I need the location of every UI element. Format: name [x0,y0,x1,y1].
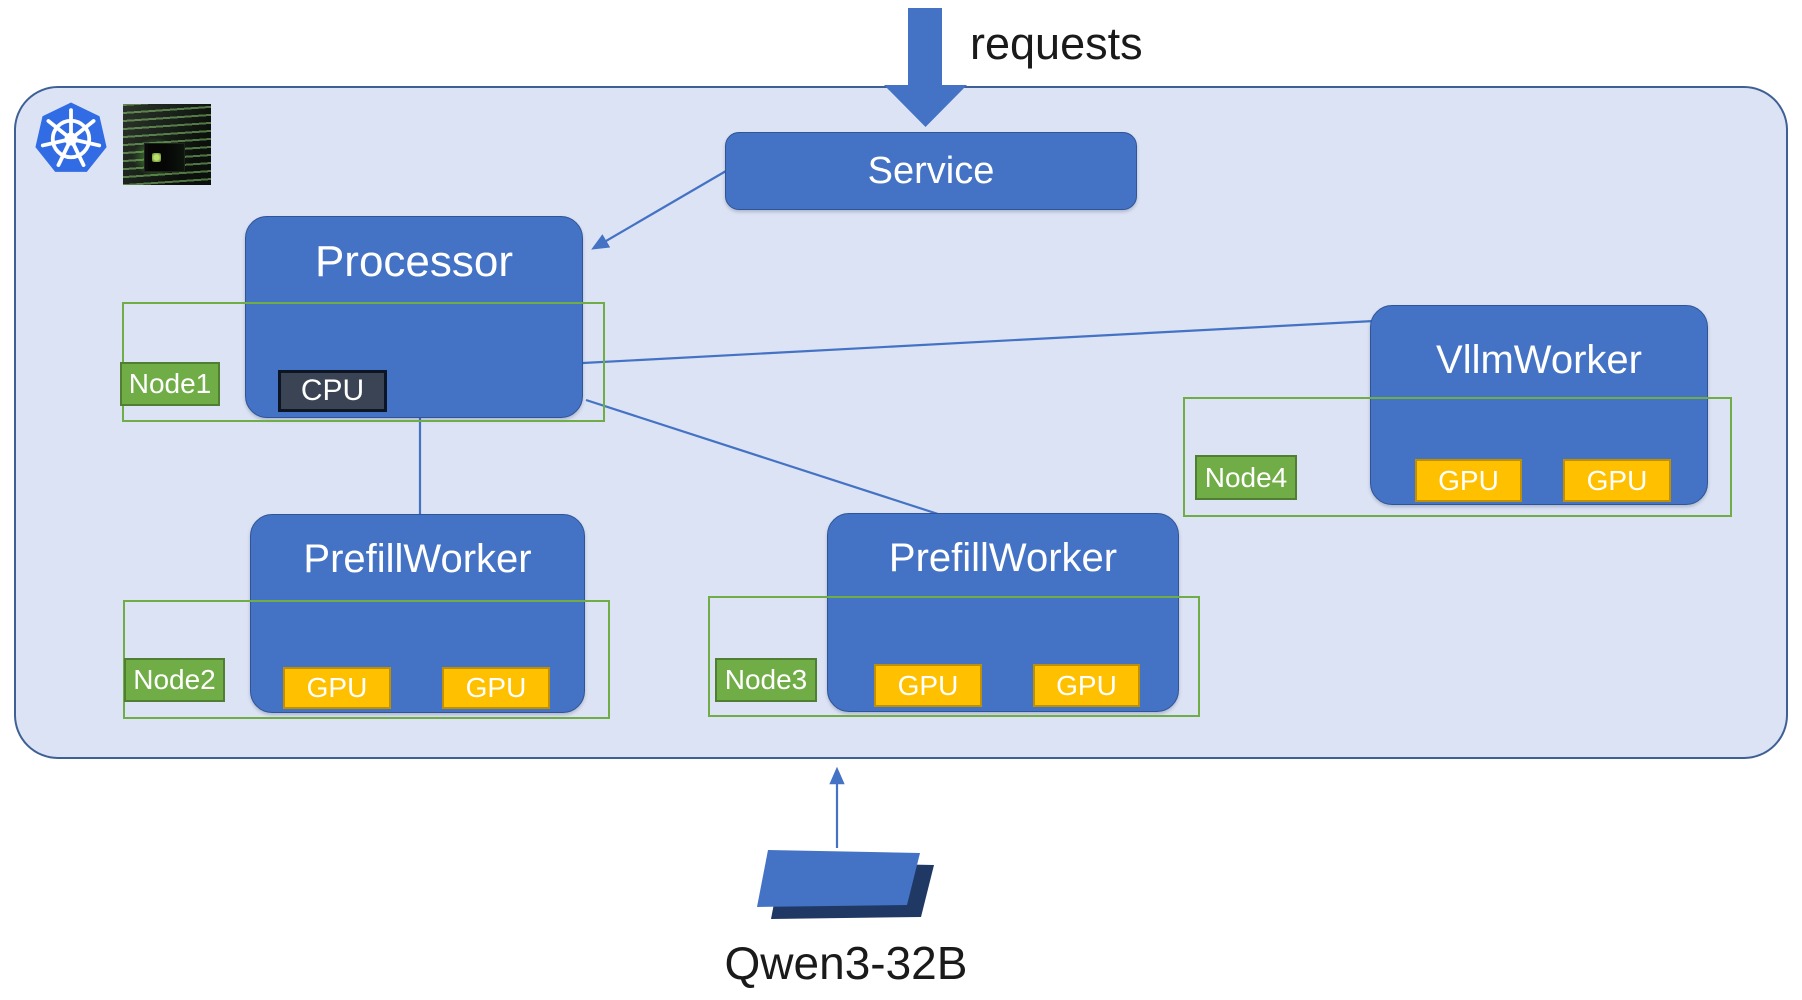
prefillworker-right-label: PrefillWorker [888,536,1118,580]
node4-tag: Node4 [1195,455,1297,500]
kubernetes-icon [35,102,107,172]
service-label: Service [867,149,995,192]
processor-label: Processor [314,237,514,286]
gpu-server-image [123,104,211,185]
gpu-chip: GPU [1563,459,1671,502]
node4-boundary [1183,397,1732,517]
node3-boundary [708,596,1200,717]
prefillworker-left-label: PrefillWorker [303,537,532,581]
model-name-label: Qwen3-32B [724,937,968,989]
gpu-chip: GPU [1033,664,1140,707]
service-box: Service [725,132,1137,210]
requests-label: requests [970,18,1143,69]
gpu-chip: GPU [1415,459,1522,502]
gpu-chip: GPU [874,664,982,707]
vllmworker-label: VllmWorker [1436,338,1642,382]
node1-tag: Node1 [120,362,220,406]
gpu-chip: GPU [442,667,550,709]
model-icon [757,850,934,919]
cpu-chip: CPU [278,370,387,412]
node2-tag: Node2 [124,658,225,702]
node3-tag: Node3 [715,658,817,702]
gpu-chip: GPU [283,667,391,709]
